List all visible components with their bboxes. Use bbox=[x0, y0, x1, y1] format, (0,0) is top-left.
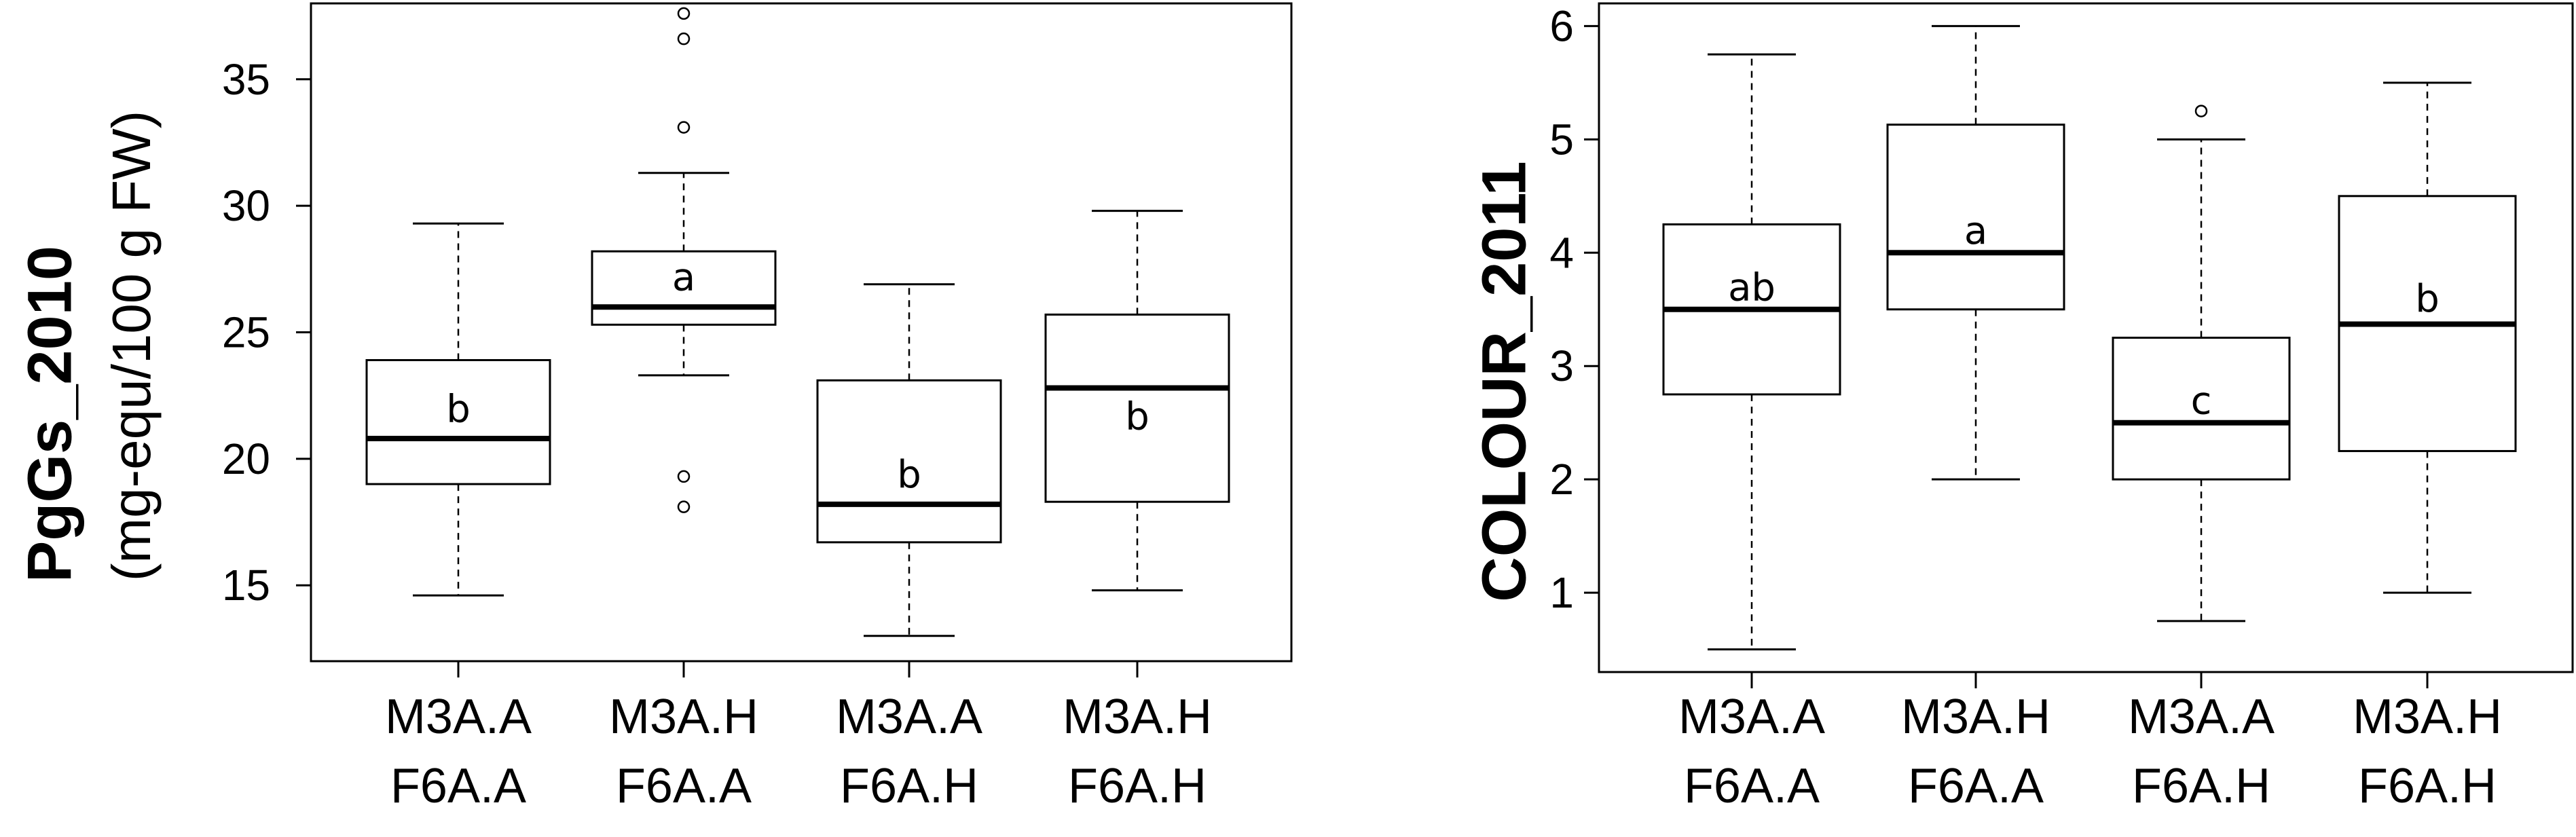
category-label-line2: F6A.H bbox=[1068, 759, 1207, 813]
category-label-line1: M3A.H bbox=[2353, 690, 2502, 744]
y-tick-label: 1 bbox=[1549, 568, 1574, 617]
iqr-box bbox=[2112, 337, 2291, 481]
outlier-point bbox=[677, 500, 691, 513]
category-label-line2: F6A.A bbox=[616, 759, 752, 813]
category-label-line1: M3A.A bbox=[2128, 690, 2275, 744]
significance-letter: b bbox=[1125, 394, 1149, 439]
y-axis-units: (mg-equ/100 g FW) bbox=[101, 111, 162, 582]
outlier-point bbox=[2194, 105, 2208, 117]
outlier-point bbox=[677, 470, 691, 483]
iqr-box bbox=[365, 358, 551, 485]
category-label-line2: F6A.A bbox=[1908, 759, 2044, 813]
y-axis-title: PgGs_2010 bbox=[15, 246, 84, 582]
y-axis-title: COLOUR_2011 bbox=[1469, 161, 1539, 601]
category-label-line1: M3A.A bbox=[1678, 690, 1825, 744]
category-label-line2: F6A.H bbox=[840, 759, 978, 813]
iqr-box bbox=[591, 250, 777, 326]
outlier-point bbox=[677, 121, 691, 134]
outlier-point bbox=[677, 32, 691, 45]
y-tick-label: 35 bbox=[222, 55, 270, 104]
iqr-box bbox=[1886, 124, 2065, 311]
category-label-line2: F6A.A bbox=[390, 759, 526, 813]
y-tick-label: 6 bbox=[1549, 1, 1574, 50]
y-tick-label: 3 bbox=[1549, 341, 1574, 390]
iqr-box bbox=[1044, 313, 1230, 503]
category-label-line2: F6A.A bbox=[1684, 759, 1820, 813]
significance-letter: a bbox=[1964, 209, 1987, 253]
y-tick-label: 2 bbox=[1549, 455, 1574, 504]
y-tick-label: 25 bbox=[222, 308, 270, 357]
significance-letter: b bbox=[2415, 277, 2440, 321]
category-label-line2: F6A.H bbox=[2132, 759, 2270, 813]
category-label-line2: F6A.H bbox=[2358, 759, 2497, 813]
category-label-line1: M3A.H bbox=[1063, 690, 1212, 744]
category-label-line1: M3A.H bbox=[1901, 690, 2050, 744]
significance-letter: ab bbox=[1728, 265, 1775, 310]
category-label-line1: M3A.A bbox=[385, 690, 532, 744]
significance-letter: c bbox=[2191, 379, 2212, 423]
significance-letter: b bbox=[897, 453, 921, 497]
y-tick-label: 30 bbox=[222, 181, 270, 230]
iqr-box bbox=[816, 379, 1002, 544]
y-tick-label: 15 bbox=[222, 561, 270, 610]
significance-letter: a bbox=[672, 256, 695, 300]
significance-letter: b bbox=[446, 387, 471, 431]
y-tick-label: 5 bbox=[1549, 115, 1574, 164]
plot-frame bbox=[1598, 2, 2574, 673]
y-tick-label: 20 bbox=[222, 434, 270, 483]
y-tick-label: 4 bbox=[1549, 228, 1574, 277]
category-label-line1: M3A.A bbox=[836, 690, 982, 744]
category-label-line1: M3A.H bbox=[609, 690, 758, 744]
outlier-point bbox=[677, 7, 691, 20]
